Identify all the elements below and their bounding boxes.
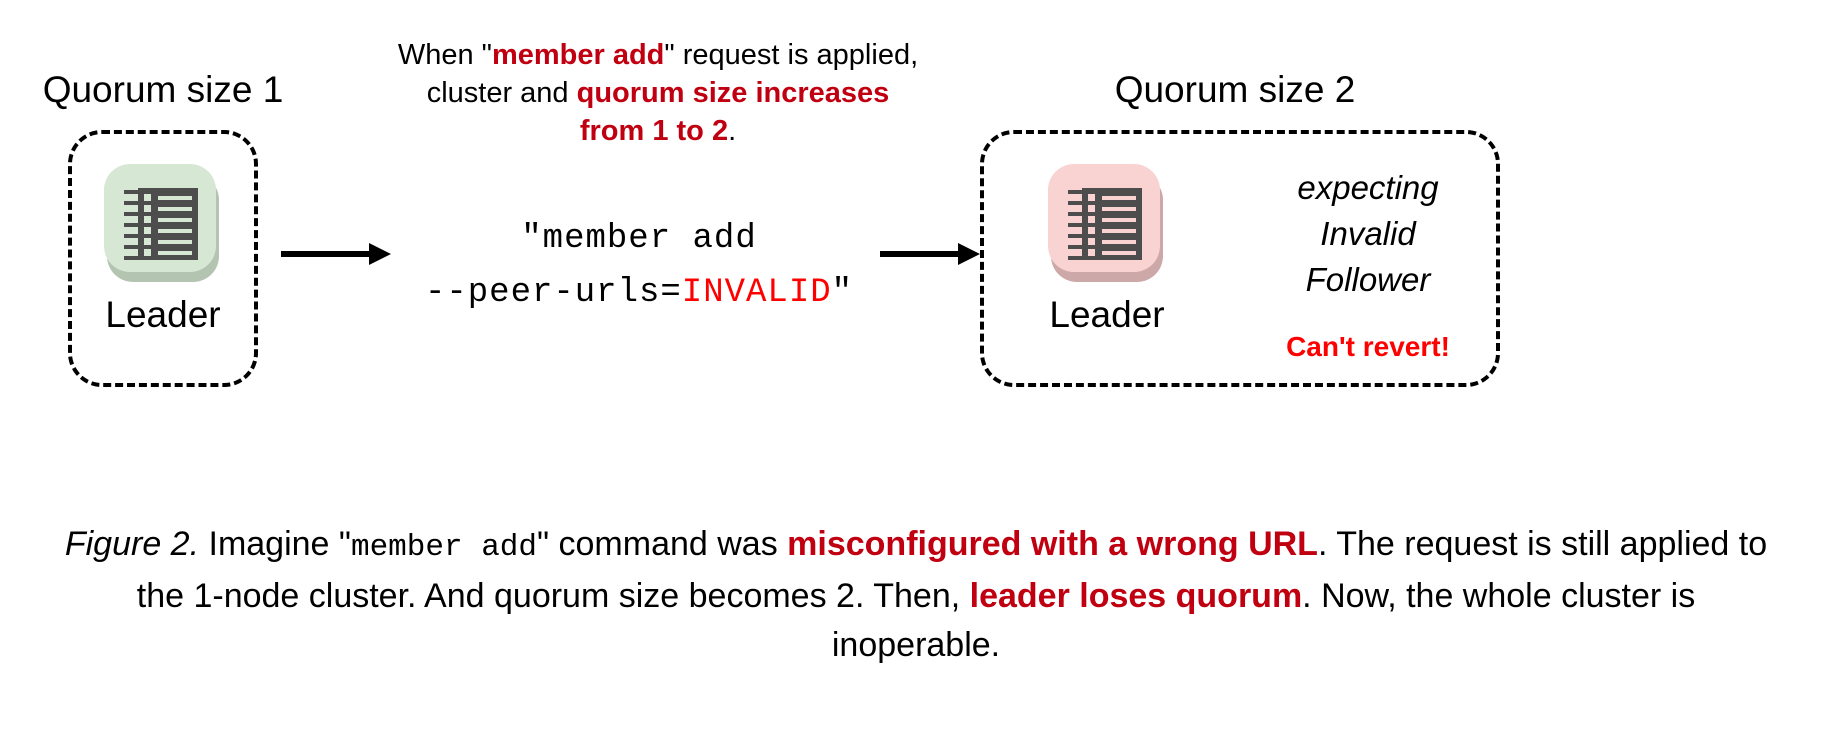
caption-emphasis-misconfigured: misconfigured with a wrong URL (787, 525, 1318, 563)
top-explanation-note: When "member add" request is applied, cl… (348, 36, 968, 150)
status-line-1: expecting (1297, 169, 1439, 206)
top-note-line2-emphasis: quorum size increases (576, 77, 890, 109)
quorum-size-label-left: Quorum size 1 (42, 69, 284, 110)
notebook-rows (144, 194, 194, 256)
quorum-size-label-right: Quorum size 2 (1114, 69, 1356, 110)
caption-emphasis-loses-quorum: leader loses quorum (969, 577, 1303, 615)
ledger-notebook-icon (1048, 158, 1166, 282)
node-role-label-right: Leader (1049, 294, 1165, 335)
figure-number: Figure 2. (64, 525, 200, 563)
top-note-line-1: When "member add" request is applied, (348, 36, 968, 74)
top-note-line-3: from 1 to 2. (348, 112, 968, 150)
command-invalid-token: INVALID (681, 274, 832, 312)
caption-command-token: member add (350, 530, 537, 565)
arrow-command-to-right (880, 243, 980, 265)
node-left: Leader (78, 158, 248, 336)
icon-plate (1048, 164, 1160, 272)
top-note-line1-pre: When " (397, 39, 492, 71)
notebook-rows (1088, 194, 1138, 256)
caption-segment-3: . The request is still applied to the 1-… (136, 525, 1768, 615)
top-note-line1-emphasis: member add (491, 39, 665, 71)
cluster-boundary-right (980, 130, 1500, 387)
node-right: Leader (1022, 158, 1192, 336)
caption-segment-4: . Now, the whole cluster is inoperable. (831, 577, 1696, 664)
cannot-revert-warning: Can't revert! (1286, 331, 1450, 362)
top-note-line2-pre: cluster and (426, 77, 577, 109)
node-role-label-left: Leader (105, 294, 221, 335)
notebook-rings (1068, 190, 1084, 260)
notebook-rings (124, 190, 140, 260)
arrow-shaft (880, 251, 960, 257)
command-line2-pre: --peer-urls= (424, 274, 682, 312)
arrow-left-to-command (281, 243, 391, 265)
expected-member-status: expecting Invalid Follower (1250, 165, 1486, 303)
ledger-notebook-icon (104, 158, 222, 282)
status-line-3: Follower (1305, 261, 1431, 298)
top-note-line3-post: . (728, 115, 737, 147)
cluster-boundary-left (68, 130, 258, 387)
icon-plate (104, 164, 216, 272)
command-line-2: --peer-urls=INVALID" (404, 266, 874, 320)
arrow-head (369, 243, 391, 265)
arrow-head (958, 243, 980, 265)
status-line-2: Invalid (1320, 215, 1416, 252)
caption-segment-1: Imagine " (199, 525, 351, 563)
command-line-1: "member add (521, 220, 757, 258)
figure-caption: Figure 2. Imagine "member add" command w… (60, 520, 1772, 670)
command-text: "member add --peer-urls=INVALID" (404, 212, 874, 320)
command-line2-post: " (831, 274, 854, 312)
caption-segment-2: " command was (537, 525, 788, 563)
arrow-shaft (281, 251, 371, 257)
top-note-line-2: cluster and quorum size increases (348, 74, 968, 112)
top-note-line3-emphasis: from 1 to 2 (579, 115, 729, 147)
top-note-line1-post: " request is applied, (664, 39, 919, 71)
